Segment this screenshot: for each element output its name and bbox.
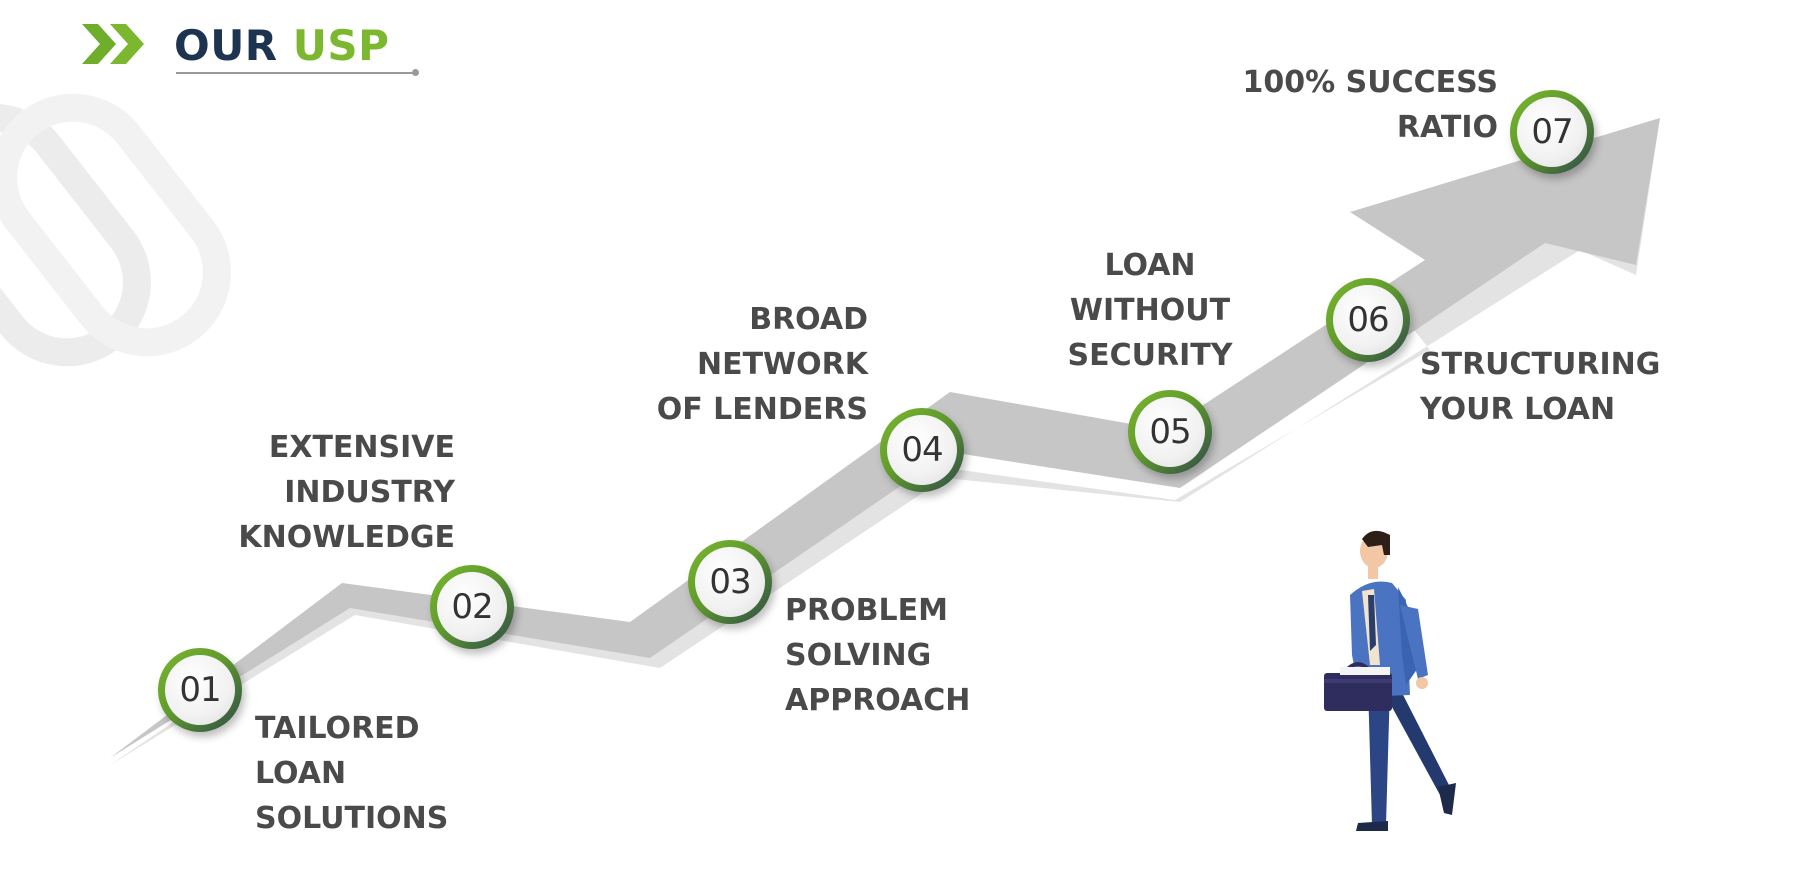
step-02-number: 02 xyxy=(437,572,507,642)
step-05-badge: 05 xyxy=(1128,390,1212,474)
page-title-word-our: OUR xyxy=(174,21,278,70)
step-06-number: 06 xyxy=(1333,285,1403,355)
page-title-word-usp: USP xyxy=(292,21,390,70)
step-07-label: 100% SUCCESS RATIO xyxy=(1242,65,1498,145)
step-01-number: 01 xyxy=(165,655,235,725)
step-07-number: 07 xyxy=(1517,97,1587,167)
step-01-label: TAILORED LOAN SOLUTIONS xyxy=(255,711,449,836)
title-underline-dot xyxy=(412,69,419,76)
step-03-label: PROBLEM SOLVING APPROACH xyxy=(785,593,971,718)
step-04-number: 04 xyxy=(887,415,957,485)
chain-link-decoration xyxy=(0,93,231,367)
step-07-badge: 07 xyxy=(1510,90,1594,174)
growth-arrow xyxy=(110,118,1660,758)
slide-header: OUR USP xyxy=(80,8,440,88)
step-04-badge: 04 xyxy=(880,408,964,492)
title-underline xyxy=(176,72,416,74)
step-02-label: EXTENSIVE INDUSTRY KNOWLEDGE xyxy=(238,430,455,555)
double-chevron-right-icon xyxy=(82,24,144,64)
page-title: OUR USP xyxy=(174,18,389,74)
step-02-badge: 02 xyxy=(430,565,514,649)
step-03-badge: 03 xyxy=(688,540,772,624)
step-01-badge: 01 xyxy=(158,648,242,732)
businessman-illustration xyxy=(1324,530,1456,831)
step-06-label: STRUCTURING YOUR LOAN xyxy=(1420,347,1661,427)
step-03-number: 03 xyxy=(695,547,765,617)
step-05-label: LOAN WITHOUT SECURITY xyxy=(1067,248,1233,373)
step-05-number: 05 xyxy=(1135,397,1205,467)
step-04-label: BROAD NETWORK OF LENDERS xyxy=(656,302,868,427)
step-06-badge: 06 xyxy=(1326,278,1410,362)
